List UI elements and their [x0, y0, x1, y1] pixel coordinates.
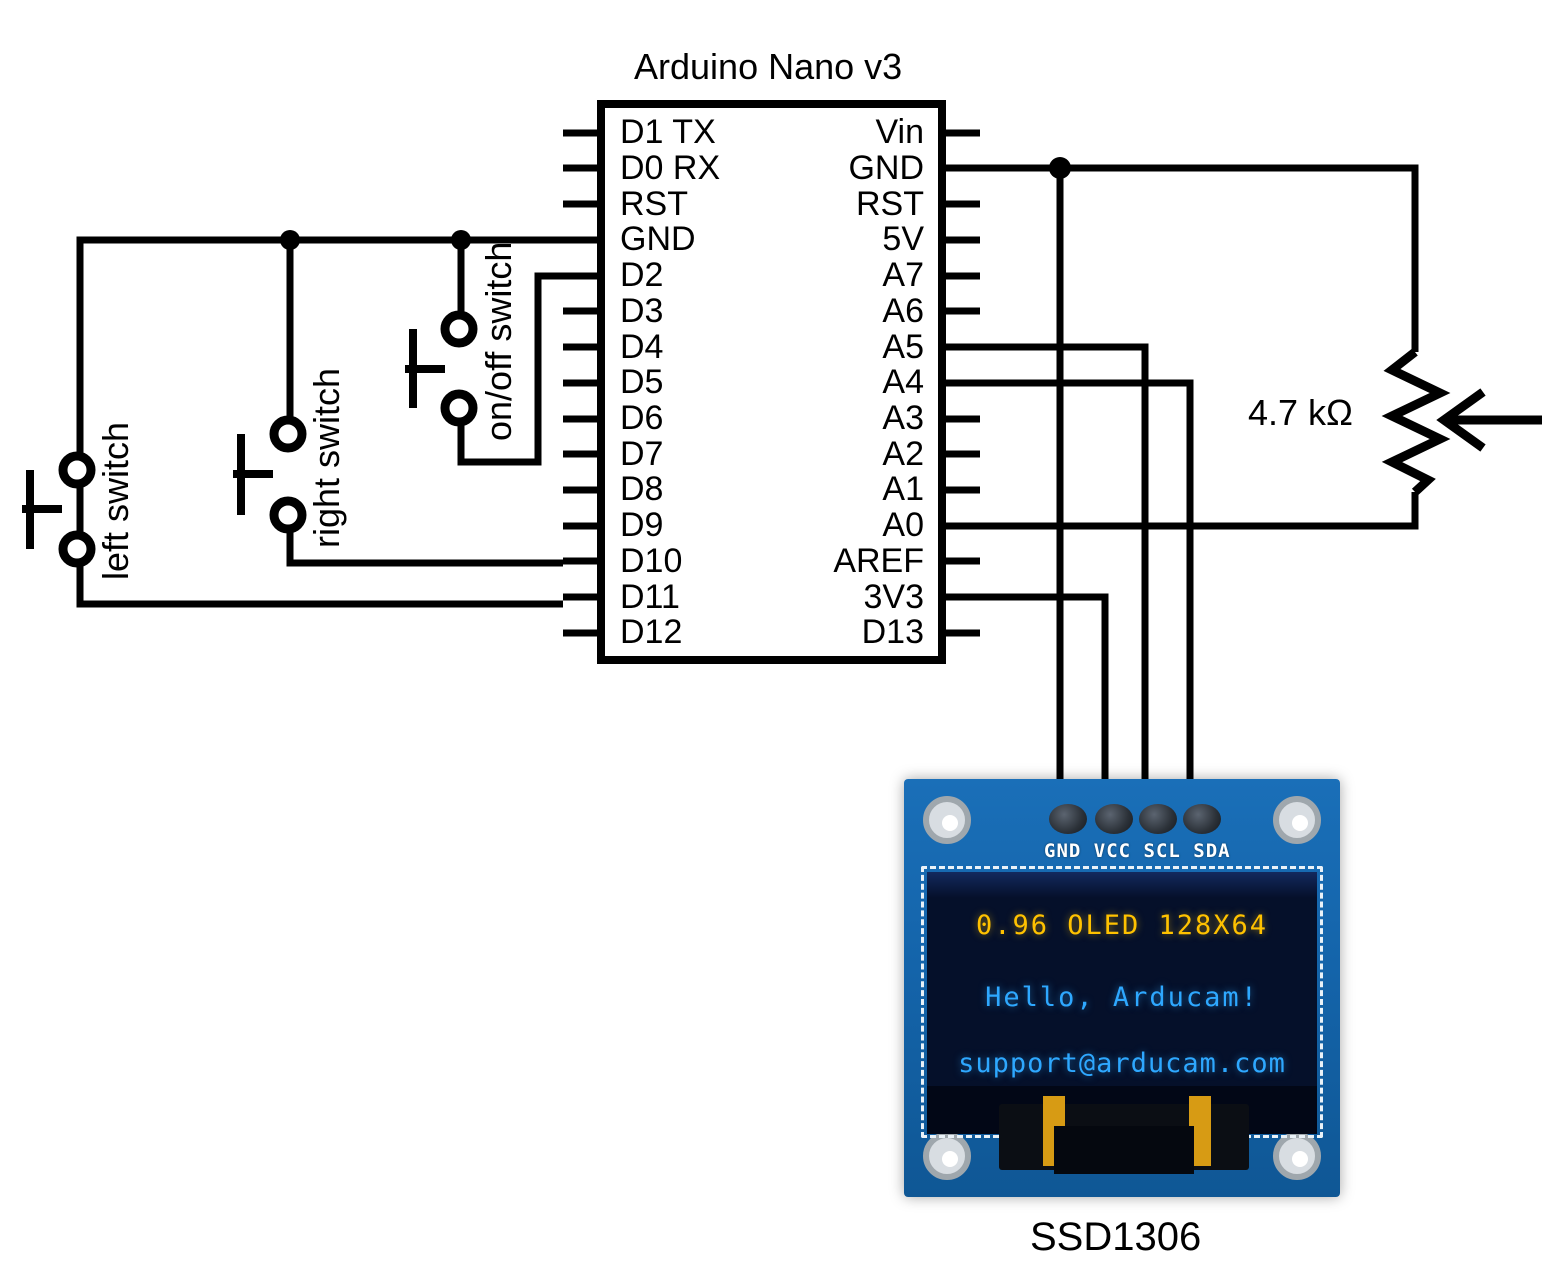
wire-a0-to-pot-bottom [980, 492, 1419, 530]
oled-part-label: SSD1306 [1030, 1215, 1202, 1259]
oled-ribbon-tab-right [1189, 1096, 1211, 1166]
wire-left-switch-to-d11 [76, 553, 563, 608]
resistor-value-label: 4.7 kΩ [1248, 392, 1353, 433]
right-switch-label: right switch [306, 367, 347, 548]
wire-onoff-switch-to-d2 [457, 272, 563, 466]
pin-label-left: D7 [620, 435, 664, 473]
oled-pad-gnd [1049, 804, 1087, 834]
pin-label-right: A3 [882, 399, 924, 437]
pin-label-left: D3 [620, 292, 664, 330]
pin-label-right: A2 [882, 435, 924, 473]
left-switch-label: left switch [95, 421, 136, 580]
pin-label-left: D4 [620, 328, 664, 366]
onoff-switch-label: on/off switch [478, 241, 519, 441]
mounting-hole-top-left [923, 796, 971, 844]
pin-label-right: 3V3 [863, 578, 925, 616]
mounting-hole-top-right [1273, 796, 1321, 844]
wire-right-switch-to-d10 [286, 521, 563, 567]
junction-dot-onoff-switch [451, 230, 471, 250]
junction-dot-right-switch [280, 230, 300, 250]
pin-label-right: A5 [882, 328, 924, 366]
pin-label-left: GND [620, 220, 696, 258]
pin-label-right: AREF [833, 542, 924, 580]
oled-header-label: GND VCC SCL SDA [1044, 840, 1231, 862]
pin-label-left: D6 [620, 399, 664, 437]
pin-label-left: D9 [620, 506, 664, 544]
pin-label-right: D13 [861, 613, 924, 651]
onoff-switch-symbol [405, 310, 478, 427]
mcu-right-pin-stubs [942, 129, 980, 637]
oled-screen: 0.96 OLED 128X64 Hello, Arducam! support… [927, 872, 1317, 1134]
pin-label-right: A1 [882, 470, 924, 508]
potentiometer-symbol [1381, 348, 1542, 496]
pin-label-left: D5 [620, 363, 664, 401]
oled-pad-sda [1183, 804, 1221, 834]
mcu-left-pin-stubs [563, 129, 601, 637]
pin-label-right: A4 [882, 363, 924, 401]
right-switch-symbol [233, 415, 307, 534]
wire-a4-to-oled-sda [980, 379, 1194, 805]
pin-label-left: D10 [620, 542, 683, 580]
oled-line-3: support@arducam.com [958, 1048, 1286, 1079]
pin-label-left: D1 TX [620, 113, 716, 151]
oled-pad-vcc [1095, 804, 1133, 834]
mounting-hole-bottom-right [1273, 1132, 1321, 1180]
left-switch-symbol [22, 451, 96, 568]
mounting-hole-bottom-left [923, 1132, 971, 1180]
pin-label-right: A6 [882, 292, 924, 330]
mcu-outline [597, 100, 946, 664]
oled-pad-scl [1139, 804, 1177, 834]
oled-line-1: 0.96 OLED 128X64 [975, 910, 1269, 941]
pin-label-right: A0 [882, 506, 924, 544]
wire-3v3-to-oled-vcc [980, 593, 1109, 805]
oled-connector [1054, 1126, 1194, 1174]
pin-label-right: GND [848, 149, 924, 187]
page-title: Arduino Nano v3 [634, 46, 903, 87]
pin-label-left: D0 RX [620, 149, 721, 187]
oled-module: GND VCC SCL SDA 0.96 OLED 128X64 Hello, … [899, 774, 1345, 1202]
pin-label-right: RST [856, 185, 924, 223]
oled-line-2: Hello, Arducam! [985, 982, 1259, 1013]
wire-a5-to-oled-scl [980, 343, 1149, 805]
pin-label-right: A7 [882, 256, 924, 294]
pin-label-right: Vin [875, 113, 924, 151]
pin-label-left: D8 [620, 470, 664, 508]
pin-label-left: D12 [620, 613, 683, 651]
pin-label-left: D2 [620, 256, 664, 294]
wire-gnd-to-pot-top [980, 164, 1419, 352]
pin-label-left: D11 [620, 578, 680, 616]
pin-label-right: 5V [882, 220, 924, 258]
pin-label-left: RST [620, 185, 688, 223]
